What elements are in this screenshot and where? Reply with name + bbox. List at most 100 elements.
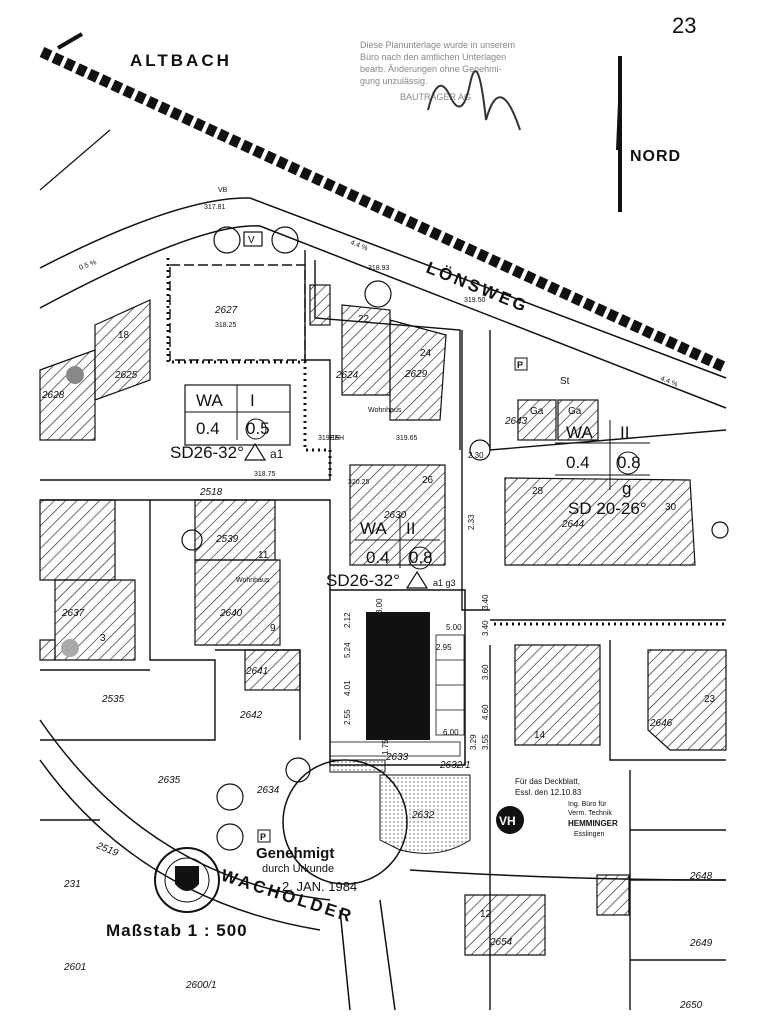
svg-text:HEMMINGER: HEMMINGER xyxy=(568,819,618,828)
street-label-loensweg: LÖNSWEG xyxy=(424,258,532,316)
svg-text:Verm. Technik: Verm. Technik xyxy=(568,810,612,817)
svg-text:1.75: 1.75 xyxy=(381,739,390,755)
svg-text:5.24: 5.24 xyxy=(343,642,352,658)
dimension-labels: 3.00 3.40 3.60 4.60 5.24 4.01 5.00 2.95 … xyxy=(343,451,490,755)
svg-text:Büro nach den amtlichen Unterl: Büro nach den amtlichen Unterlagen xyxy=(360,52,506,62)
svg-text:319.50: 319.50 xyxy=(464,297,486,304)
zoning-table-3: WA II 0.4 0.8 SD26-32° a1 g3 xyxy=(326,515,456,590)
svg-text:SD26-32°: SD26-32° xyxy=(326,571,400,590)
svg-text:2.12: 2.12 xyxy=(343,612,352,628)
svg-text:0.8: 0.8 xyxy=(617,453,641,472)
svg-text:WA: WA xyxy=(360,519,387,538)
svg-text:II: II xyxy=(620,423,629,442)
tree-symbols xyxy=(181,226,729,851)
scale-label: Maßstab 1 : 500 xyxy=(106,921,248,940)
loensweg-street xyxy=(39,197,727,409)
surveyor-stamp: Für das Deckblatt, Essl. den 12.10.83 In… xyxy=(496,777,618,838)
svg-text:2624: 2624 xyxy=(335,370,359,381)
svg-text:2539: 2539 xyxy=(215,534,239,545)
svg-text:2519: 2519 xyxy=(94,840,120,859)
wohnhaus-label: Wohnhaus xyxy=(368,407,402,414)
svg-text:318.25: 318.25 xyxy=(215,322,237,329)
garage-label: Ga xyxy=(530,406,544,417)
wohnhaus-label: Wohnhaus xyxy=(236,577,270,584)
parcel-number-labels: 2627 2628 2629 2626 2624 2625 2643 2644 … xyxy=(41,305,713,1011)
parking-icon xyxy=(514,357,528,371)
svg-text:2627: 2627 xyxy=(214,305,238,316)
zoning-table-1: WA I 0.4 0.5 SD26-32° a1 xyxy=(170,384,291,462)
svg-text:2640: 2640 xyxy=(219,608,243,619)
svg-text:2630: 2630 xyxy=(383,510,407,521)
svg-text:4.60: 4.60 xyxy=(481,704,490,720)
svg-text:Für das Deckblatt,: Für das Deckblatt, xyxy=(515,777,580,786)
svg-text:Esslingen: Esslingen xyxy=(574,831,604,838)
svg-text:2641: 2641 xyxy=(245,666,268,677)
signature-scribble xyxy=(427,70,521,131)
svg-text:26: 26 xyxy=(422,475,434,486)
svg-text:0.4: 0.4 xyxy=(566,453,590,472)
svg-text:4.01: 4.01 xyxy=(343,680,352,696)
marker-dot xyxy=(61,639,79,657)
garage-label: Ga xyxy=(568,406,582,417)
svg-text:2649: 2649 xyxy=(689,938,713,949)
marker-dot xyxy=(66,366,84,384)
svg-text:14: 14 xyxy=(534,730,546,741)
svg-text:0.4: 0.4 xyxy=(196,419,220,438)
svg-text:2518: 2518 xyxy=(199,487,223,498)
svg-text:24: 24 xyxy=(420,348,432,359)
svg-text:2632/1: 2632/1 xyxy=(439,760,471,771)
svg-text:2648: 2648 xyxy=(689,871,713,882)
svg-text:3.40: 3.40 xyxy=(481,594,490,610)
page-number: 23 xyxy=(672,13,696,38)
svg-text:22: 22 xyxy=(358,314,370,325)
copyright-stamp: Diese Planunterlage wurde in unserem Bür… xyxy=(360,40,515,102)
svg-text:2637: 2637 xyxy=(61,608,85,619)
svg-text:3.55: 3.55 xyxy=(481,734,490,750)
svg-text:a1 g3: a1 g3 xyxy=(433,578,456,588)
surveyor-logo-icon: VH xyxy=(499,814,516,828)
svg-text:2601: 2601 xyxy=(63,962,86,973)
svg-text:2633: 2633 xyxy=(385,752,409,763)
north-arrow-icon xyxy=(616,55,622,212)
svg-text:2.33: 2.33 xyxy=(467,514,476,530)
svg-text:318.75: 318.75 xyxy=(254,471,276,478)
svg-text:5.00: 5.00 xyxy=(446,623,462,632)
svg-text:bearb. Änderungen ohne Genehmi: bearb. Änderungen ohne Genehmi- xyxy=(360,64,502,74)
svg-text:WA: WA xyxy=(196,391,223,410)
svg-text:durch Urkunde: durch Urkunde xyxy=(262,863,334,875)
svg-text:320.25: 320.25 xyxy=(348,479,370,486)
house-number-labels: 18 22 24 26 28 30 11 9 3 14 23 12 xyxy=(100,314,716,920)
svg-text:3.29: 3.29 xyxy=(469,734,478,750)
svg-text:SD 20-26°: SD 20-26° xyxy=(568,499,647,518)
svg-text:30: 30 xyxy=(665,502,677,513)
svg-text:18: 18 xyxy=(118,330,130,341)
railway-line xyxy=(39,32,729,373)
svg-text:2625: 2625 xyxy=(114,370,138,381)
svg-text:0.5: 0.5 xyxy=(246,419,270,438)
svg-text:WA: WA xyxy=(566,423,593,442)
street-label-altbach: ALTBACH xyxy=(130,51,232,70)
north-label: NORD xyxy=(630,148,681,165)
svg-text:gung unzulässig.: gung unzulässig. xyxy=(360,76,428,86)
svg-text:0.8: 0.8 xyxy=(409,548,433,567)
new-building-outline xyxy=(329,589,466,766)
svg-text:2646: 2646 xyxy=(649,718,673,729)
svg-text:3.00: 3.00 xyxy=(375,598,384,614)
svg-text:2650: 2650 xyxy=(679,1000,703,1011)
svg-text:I: I xyxy=(250,391,255,410)
svg-text:319.15: 319.15 xyxy=(318,435,340,442)
official-seal-icon xyxy=(154,847,220,913)
svg-text:EFH: EFH xyxy=(330,435,344,442)
svg-text:2.55: 2.55 xyxy=(343,709,352,725)
parking-label: P xyxy=(517,360,523,370)
building-boundary-lines xyxy=(166,258,726,626)
new-building xyxy=(366,612,430,740)
svg-text:28: 28 xyxy=(532,486,544,497)
svg-text:23: 23 xyxy=(704,694,716,705)
svg-text:319.65: 319.65 xyxy=(396,435,418,442)
stellplatz-grid xyxy=(329,634,465,757)
svg-text:2642: 2642 xyxy=(239,710,263,721)
svg-text:2629: 2629 xyxy=(404,369,428,380)
footpath-line xyxy=(39,129,111,191)
svg-text:2.30: 2.30 xyxy=(468,451,484,460)
